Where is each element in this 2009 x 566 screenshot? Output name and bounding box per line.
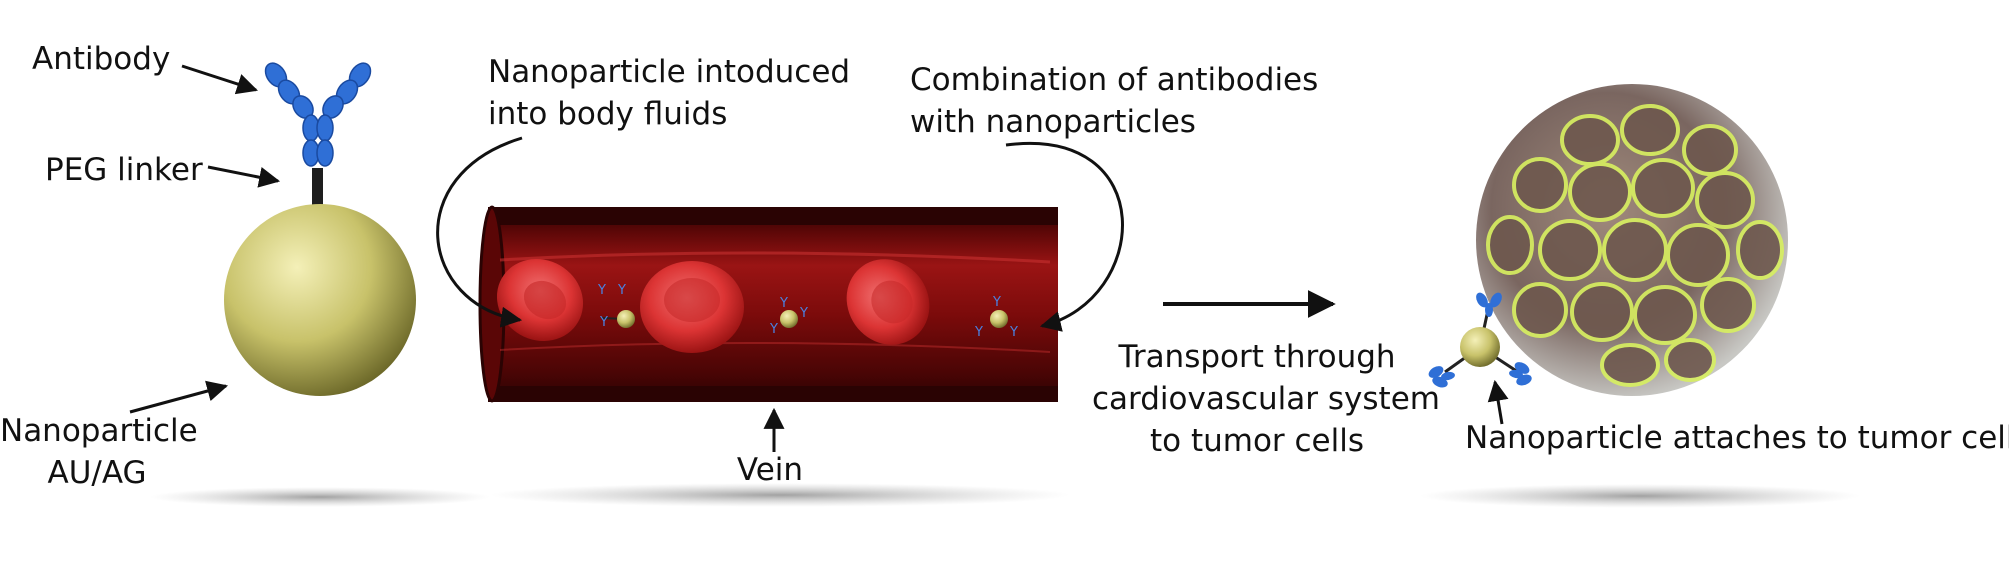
introduced-label: Nanoparticle intoduced into body fluids <box>488 51 850 135</box>
peg-linker-rod <box>312 168 323 214</box>
red-blood-cell-3 <box>846 259 930 345</box>
nanoparticle-label: Nanoparticle AU/AG <box>0 410 198 494</box>
svg-text:Y: Y <box>779 296 788 311</box>
introduced-label-line2: into body fluids <box>488 96 728 132</box>
vein-nanoparticle-2: Y Y Y <box>769 296 808 337</box>
peg-linker-arrow <box>207 165 281 188</box>
svg-text:Y: Y <box>1009 325 1018 340</box>
attaches-arrow <box>1487 379 1509 425</box>
transport-label-line2: cardiovascular system <box>1092 381 1440 417</box>
svg-text:Y: Y <box>599 315 608 330</box>
nanoparticle-arrow <box>129 380 229 414</box>
vein-floor-shadow <box>490 483 1070 507</box>
sphere-floor-shadow <box>150 487 490 507</box>
tumor-cell <box>1476 84 1788 396</box>
antibody-icon <box>264 62 372 167</box>
svg-text:Y: Y <box>617 283 626 298</box>
nanoparticle-label-line2: AU/AG <box>47 455 147 491</box>
vein-nanoparticle-3: Y Y Y <box>974 295 1018 340</box>
vein <box>478 205 1058 403</box>
red-blood-cell-2 <box>640 261 744 353</box>
antibody-arrow <box>181 64 258 95</box>
vein-nanoparticle-1: Y Y Y <box>597 283 635 330</box>
combination-label: Combination of antibodies with nanoparti… <box>910 59 1318 143</box>
svg-text:Y: Y <box>992 295 1001 310</box>
antibody-label: Antibody <box>32 41 171 77</box>
gold-nanoparticle <box>224 204 416 396</box>
transport-label-line3: to tumor cells <box>1149 423 1365 459</box>
svg-text:Y: Y <box>974 325 983 340</box>
attaches-label: Nanoparticle attaches to tumor cell <box>1465 420 2009 456</box>
combination-curved-arrow <box>1005 141 1124 332</box>
combination-label-line2: with nanoparticles <box>910 104 1196 140</box>
tumor-floor-shadow <box>1420 484 1860 508</box>
vein-label: Vein <box>736 452 804 488</box>
introduced-curved-arrow <box>436 136 523 328</box>
peg-linker-label: PEG linker <box>45 152 203 188</box>
transport-label: Transport through cardiovascular system … <box>1092 336 1440 462</box>
attached-nanoparticle <box>1428 292 1532 388</box>
nanoparticle-label-line1: Nanoparticle <box>0 413 198 449</box>
svg-text:Y: Y <box>769 322 778 337</box>
introduced-label-line1: Nanoparticle intoduced <box>488 54 851 90</box>
svg-text:Y: Y <box>597 283 606 298</box>
combination-label-line1: Combination of antibodies <box>910 62 1319 98</box>
transport-label-line1: Transport through <box>1118 339 1396 375</box>
svg-text:Y: Y <box>799 306 808 321</box>
